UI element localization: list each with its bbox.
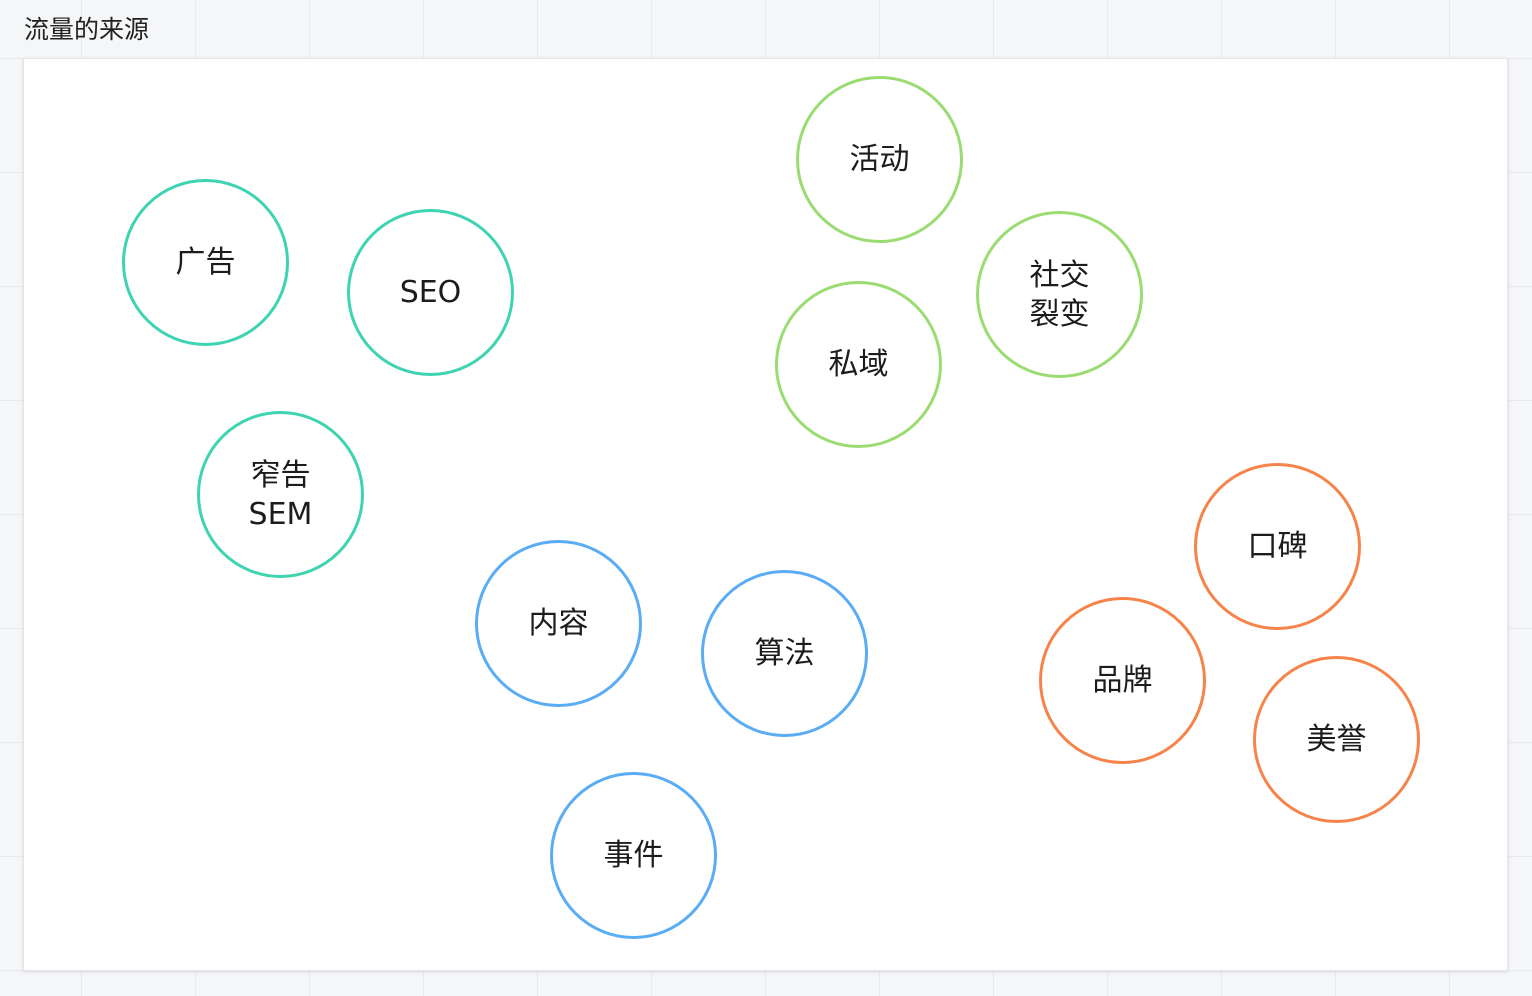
- bubble-algorithm[interactable]: 算法: [701, 570, 868, 737]
- bubble-private-domain-label: 私域: [828, 347, 889, 382]
- bubble-algorithm-label: 算法: [754, 636, 815, 671]
- bubble-activity-label: 活动: [849, 142, 910, 177]
- bubble-brand[interactable]: 品牌: [1039, 597, 1206, 764]
- bubble-sem-label: 窄告 SEM: [248, 457, 313, 532]
- bubble-reputation-label: 美誉: [1306, 722, 1367, 757]
- bubble-social-label: 社交 裂变: [1029, 257, 1090, 332]
- bubble-content[interactable]: 内容: [475, 540, 642, 707]
- bubble-ads[interactable]: 广告: [122, 179, 289, 346]
- bubble-ads-label: 广告: [175, 245, 236, 280]
- bubble-word-of-mouth-label: 口碑: [1247, 529, 1308, 564]
- bubble-seo-label: SEO: [399, 275, 462, 310]
- bubble-event-label: 事件: [603, 838, 664, 873]
- bubble-private-domain[interactable]: 私域: [775, 281, 942, 448]
- frame-title[interactable]: 流量的来源: [24, 15, 150, 44]
- bubble-event[interactable]: 事件: [550, 772, 717, 939]
- bubble-brand-label: 品牌: [1092, 663, 1153, 698]
- bubble-content-label: 内容: [528, 606, 589, 641]
- bubble-sem[interactable]: 窄告 SEM: [197, 411, 364, 578]
- bubble-social[interactable]: 社交 裂变: [976, 211, 1143, 378]
- bubble-word-of-mouth[interactable]: 口碑: [1194, 463, 1361, 630]
- bubble-seo[interactable]: SEO: [347, 209, 514, 376]
- bubble-reputation[interactable]: 美誉: [1253, 656, 1420, 823]
- bubble-activity[interactable]: 活动: [796, 76, 963, 243]
